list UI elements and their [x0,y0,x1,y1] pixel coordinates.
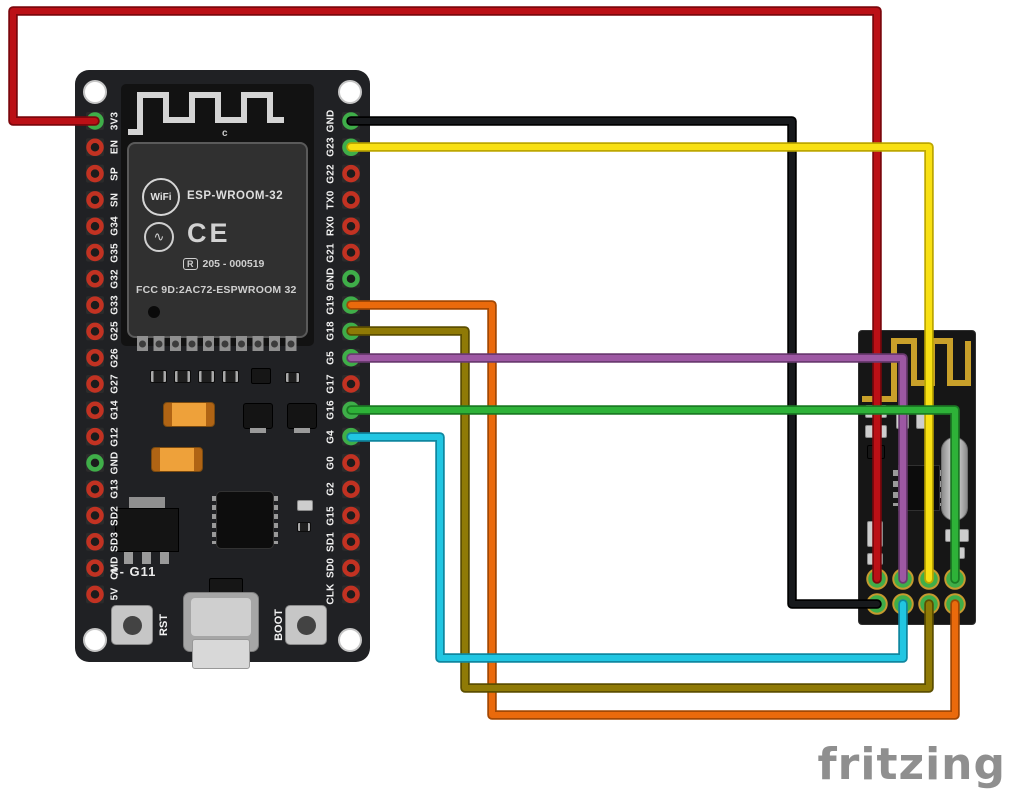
usb-uart-chip [212,491,278,549]
smd-resistor [198,370,215,383]
castellation-hole [188,340,196,348]
esp32-pin-5v-l18[interactable] [86,585,104,604]
esp32-pin-g15-r15[interactable] [342,506,360,525]
castellation-hole [271,340,278,348]
esp32-pin-gnd-r6[interactable] [342,270,360,288]
castellation-hole [155,340,163,348]
mounting-hole [83,80,107,104]
wire-purple-g5-outline [346,353,908,584]
esp32-pin-g34-l4[interactable] [86,217,104,235]
esp32-pin-g14-l11[interactable] [86,401,104,420]
cert-mark-icon: ∿ [144,222,174,252]
smd-component [251,368,271,384]
esp32-pin-rx0-r4[interactable] [342,217,360,235]
wire-cyan-g4-outline [346,432,908,663]
esp32-pin-g33-l7[interactable] [86,296,104,314]
esp32-pin-sd2-l15[interactable] [86,506,104,525]
esp32-pin-gnd-l13[interactable] [86,454,104,472]
smd-resistor [174,370,191,383]
esp32-pin-sd3-l16[interactable] [86,533,104,551]
esp32-pin-g27-l10[interactable] [86,375,104,393]
module-pcb-mark: c [222,128,228,139]
r-mark: R [183,258,198,270]
esp32-pin-g25-l8[interactable] [86,322,104,341]
wire-yellow-g23[interactable] [348,144,932,582]
mounting-hole [338,628,362,652]
esp32-pin-g12-l12[interactable] [86,427,104,446]
esp32-pin-sd1-r16[interactable] [342,533,360,551]
mounting-hole [83,628,107,652]
module-rf-shield: WiFi ESP-WROOM-32 ∿ CE R 205 - 000519 FC… [127,142,308,338]
smd-resistor [150,370,167,383]
fcc-id: FCC 9D:2AC72-ESPWROOM 32 [136,284,297,296]
esp32-devkit-board[interactable]: c WiFi ESP-WROOM-32 ∿ CE R 205 - 000519 … [75,70,370,669]
ce-mark: CE [187,218,231,248]
cert-squiggle: ∿ [153,229,165,244]
esp32-pin-sn-l3[interactable] [86,191,104,209]
esp32-pin-g35-l5[interactable] [86,243,104,262]
micro-usb-port [183,592,259,669]
esp32-pin-g13-l14[interactable] [86,480,104,498]
esp32-pin-sd0-r17[interactable] [342,559,360,577]
rst-button[interactable] [111,605,153,645]
regulator-leg [160,552,169,564]
esp32-pin-g26-l9[interactable] [86,348,104,367]
castellation-hole [238,340,245,348]
esp32-pin-cmd-l17[interactable] [86,559,104,577]
wire-purple-g5[interactable] [348,355,906,582]
wire-cyan-g4[interactable] [348,434,906,661]
boot-button[interactable] [285,605,327,645]
esp-wroom-32-module: c WiFi ESP-WROOM-32 ∿ CE R 205 - 000519 … [121,84,314,346]
castellation-hole [287,340,295,348]
esp32-pin-g22-r2[interactable] [342,164,360,183]
registration-row: R 205 - 000519 [183,258,264,270]
esp32-pin-g0-r13[interactable] [342,454,360,472]
capacitor [151,447,203,472]
esp32-pin-g17-r10[interactable] [342,375,360,393]
esp32-pin-g32-l6[interactable] [86,270,104,288]
esp32-antenna-trace [128,92,284,135]
regulator-leg [124,552,133,564]
smd-resistor [222,370,239,383]
capacitor [163,402,215,427]
castellation-hole [254,340,262,348]
g11-silkscreen: <- G11 [111,564,157,579]
led [297,500,313,511]
usb-connector-lip [192,639,250,669]
castellation-hole [172,340,179,348]
castellation-hole [205,340,212,348]
wire-green-g16[interactable] [348,407,958,582]
transistor [243,403,273,433]
esp32-pin-g2-r14[interactable] [342,480,360,498]
smd-resistor [297,522,311,532]
esp32-pin-en-l1[interactable] [86,138,104,157]
module-name: ESP-WROOM-32 [187,190,284,202]
transistor [287,403,317,433]
castellation-hole [139,340,146,348]
regulator-tab [129,497,165,509]
mounting-hole [338,80,362,104]
smd-resistor [285,372,300,383]
wire-red-3v3-vcc[interactable] [10,8,880,582]
wire-olive-g18[interactable] [348,328,932,691]
esp32-pin-clk-r18[interactable] [342,585,360,604]
esp32-pin-sp-l2[interactable] [86,164,104,183]
voltage-regulator [115,508,179,552]
wifi-logo-text: WiFi [150,191,172,203]
fritzing-watermark: fritzing [817,739,1006,790]
regulator-leg [142,552,151,564]
esp32-pin-g21-r5[interactable] [342,243,360,262]
serial-number: 205 - 000519 [202,258,265,270]
castellation-hole [221,340,229,348]
esp32-pin-tx0-r3[interactable] [342,191,360,209]
wifi-logo: WiFi [142,178,180,216]
wire-orange-g19[interactable] [348,302,958,718]
usb-shell [191,598,251,636]
pin1-dot [148,306,160,318]
